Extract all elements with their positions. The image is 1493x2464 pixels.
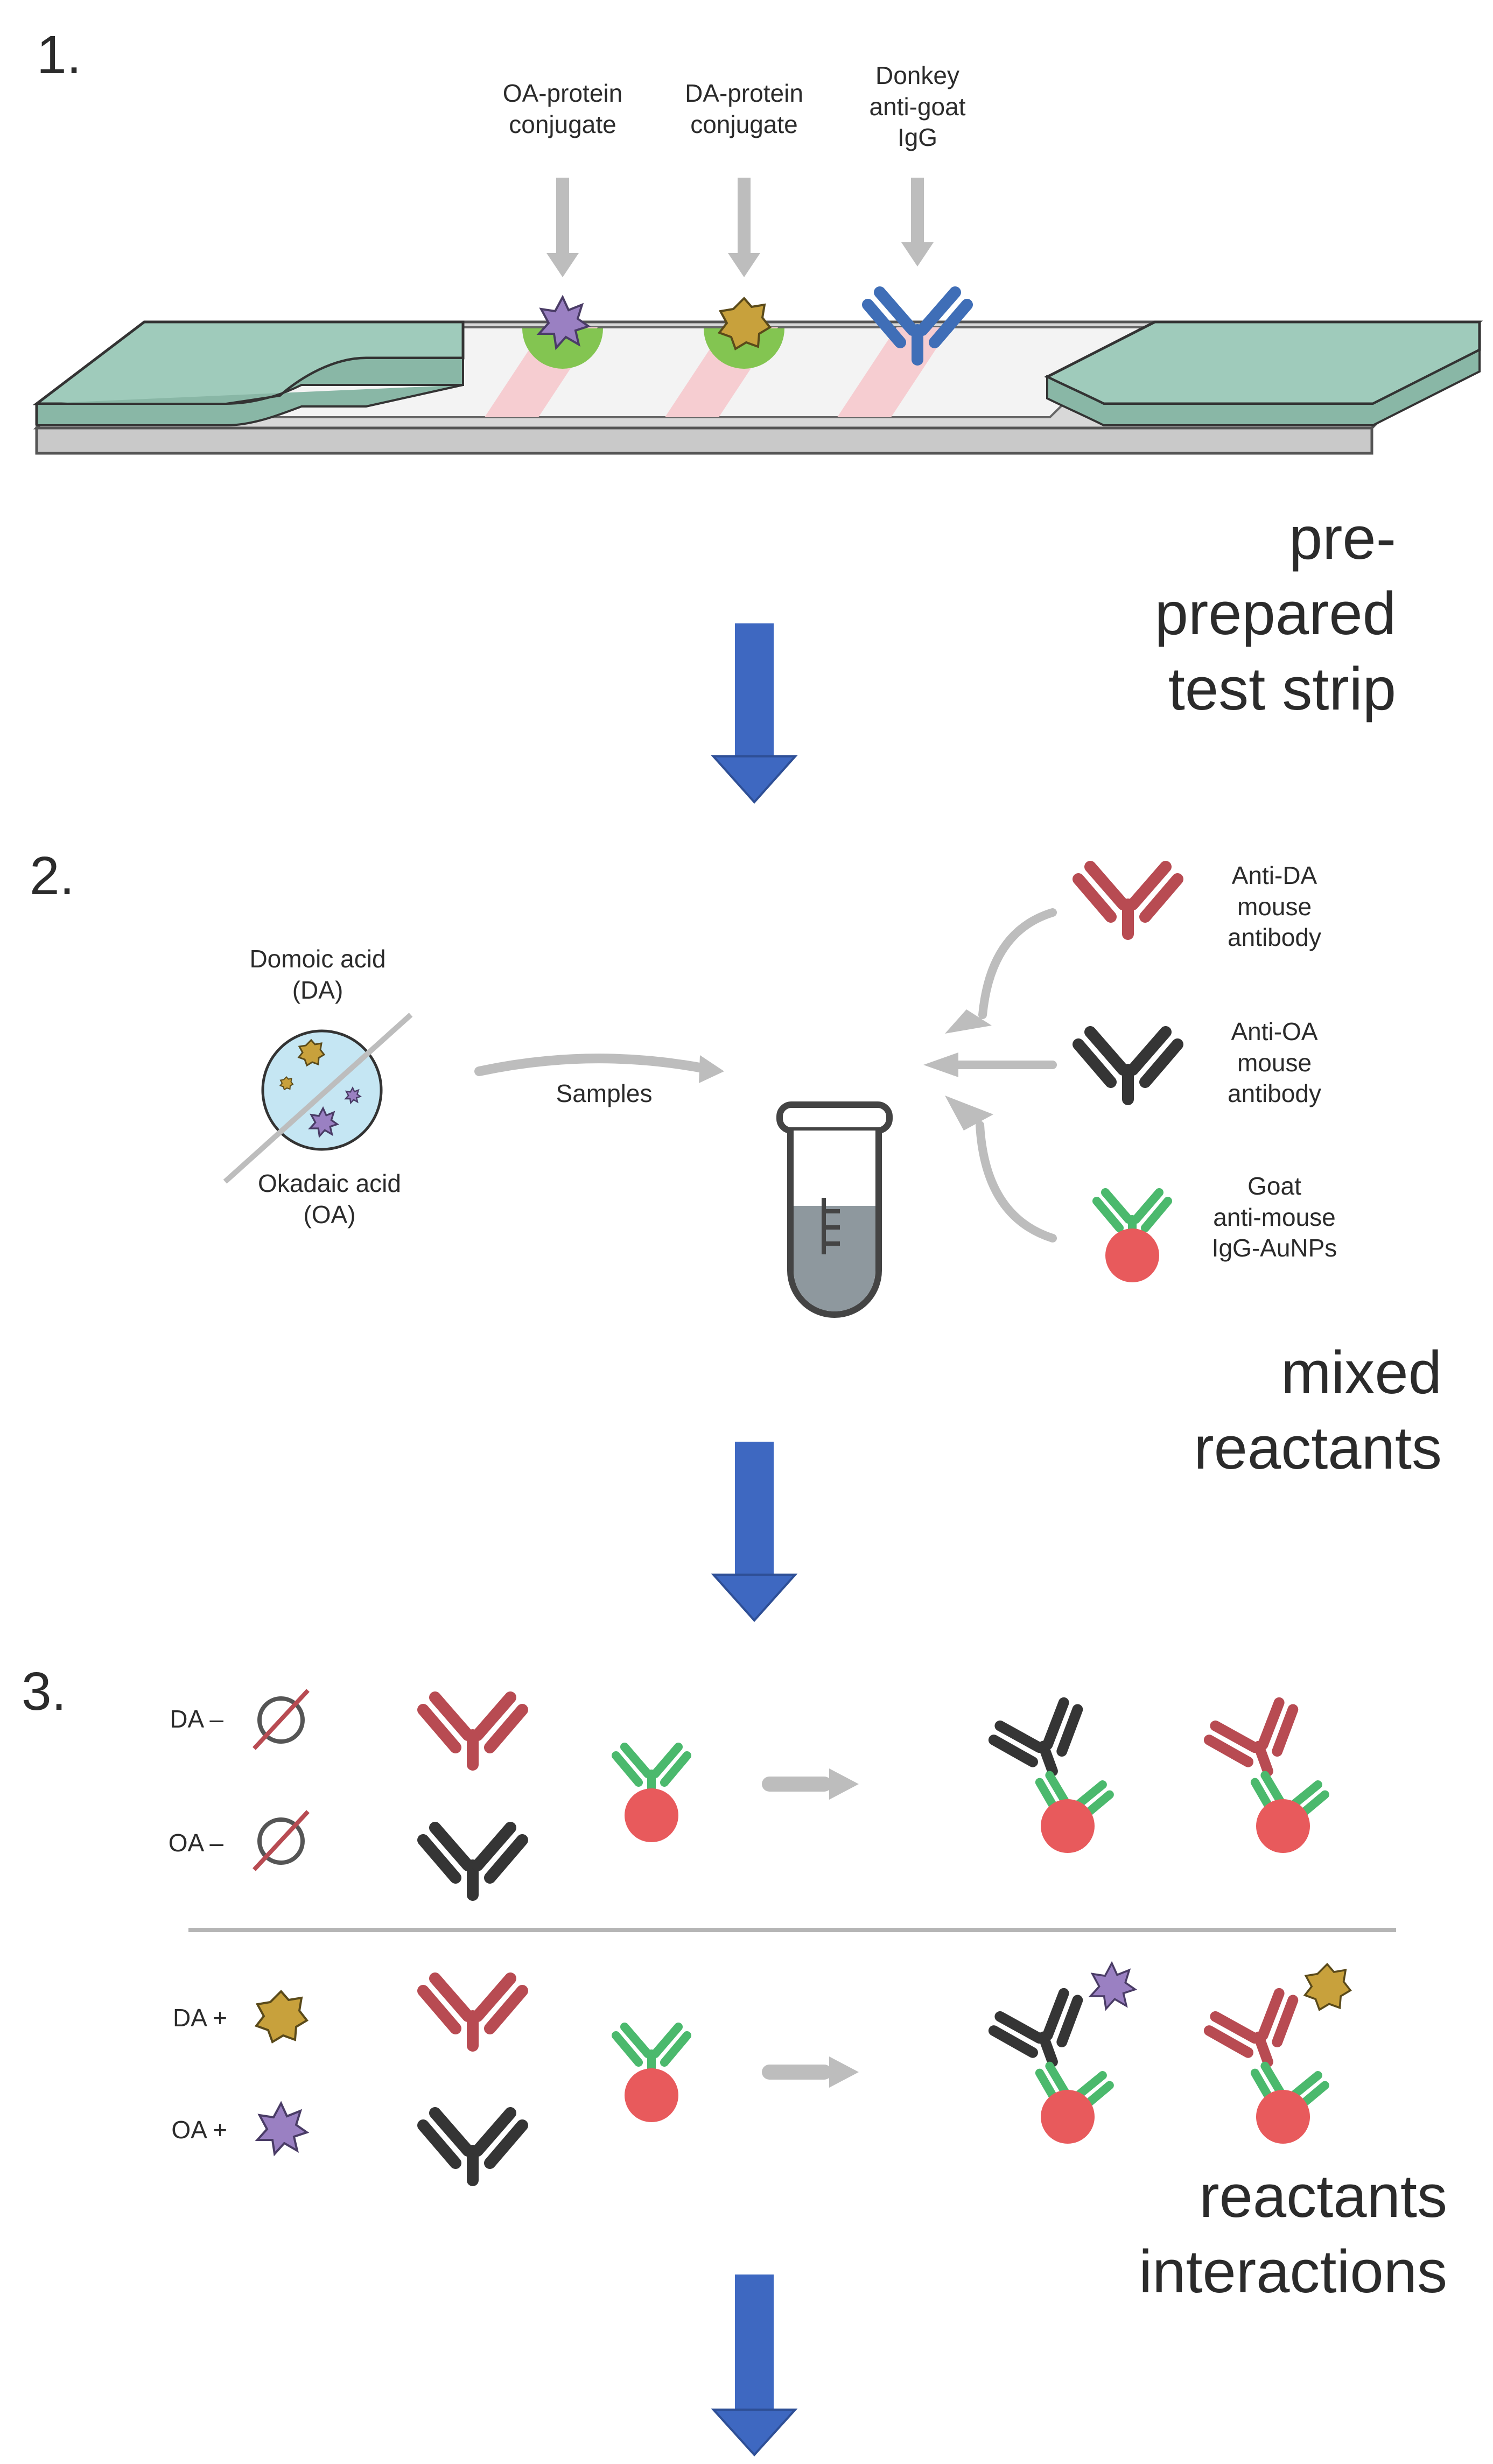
okadaic-acid-label: Okadaic acid (OA)	[258, 1169, 401, 1229]
sample-dish	[223, 1013, 413, 1184]
complex-black-neg	[990, 1699, 1111, 1853]
strip-base-side	[35, 426, 1373, 455]
no-da-symbol	[253, 1689, 310, 1750]
no-oa-symbol	[253, 1810, 310, 1871]
step-1-caption: pre-prepared test strip	[1154, 504, 1396, 722]
oa-conjugate-label: OA-protein conjugate	[502, 79, 623, 138]
oa-conjugate-marker	[522, 178, 603, 369]
absorbent-pad	[1044, 320, 1481, 426]
aunp-neg	[616, 1747, 687, 1842]
red-antibody-neg	[423, 1697, 522, 1765]
down-arrow-1	[711, 623, 798, 804]
down-arrow-2	[711, 1442, 798, 1623]
test-tube	[776, 1101, 893, 1318]
anti-da-label: Anti-DA mouse antibody	[1228, 861, 1321, 951]
complex-black-pos	[990, 1962, 1136, 2144]
da-conjugate-marker	[704, 178, 784, 369]
oa-plus-label: OA +	[171, 2116, 227, 2144]
step-2-caption: mixed reactants	[1194, 1339, 1442, 1482]
step-2-number: 2.	[30, 846, 75, 906]
goat-aunp-label: Goat anti-mouse IgG-AuNPs	[1211, 1172, 1337, 1262]
complex-red-pos	[1205, 1963, 1351, 2144]
step-3-caption: reactants interactions	[1139, 2163, 1448, 2305]
red-antibody-pos	[423, 1978, 522, 2046]
black-antibody-pos	[423, 2113, 522, 2180]
step-1-number: 1.	[37, 25, 82, 85]
anti-da-antibody	[1078, 867, 1177, 934]
step-3-number: 3.	[22, 1661, 67, 1722]
anti-oa-label: Anti-OA mouse antibody	[1228, 1017, 1321, 1107]
samples-label: Samples	[556, 1079, 653, 1107]
complex-red-neg	[1205, 1699, 1327, 1853]
da-conjugate-label: DA-protein conjugate	[685, 79, 803, 138]
aunp-pos	[616, 2027, 687, 2122]
donkey-igg-marker	[868, 178, 967, 360]
oa-molecule-pos	[256, 2102, 308, 2155]
down-arrow-3	[711, 2275, 798, 2456]
domoic-acid-label: Domoic acid (DA)	[249, 945, 386, 1004]
goat-aunp	[1097, 1192, 1168, 1282]
samples-arrow	[474, 1054, 724, 1083]
donkey-igg-label: Donkey anti-goat IgG	[869, 61, 966, 151]
anti-oa-antibody	[1078, 1032, 1177, 1099]
da-minus-label: DA –	[170, 1705, 223, 1733]
black-antibody-neg	[423, 1828, 522, 1895]
da-plus-label: DA +	[172, 2004, 227, 2032]
da-molecule-pos	[255, 1990, 308, 2043]
test-strip	[32, 320, 1483, 455]
reaction-arrow-neg	[762, 1768, 859, 1800]
sample-pad	[32, 320, 465, 426]
reagent-arrows	[923, 908, 1057, 1242]
reaction-arrow-pos	[762, 2056, 859, 2088]
oa-minus-label: OA –	[168, 1829, 223, 1857]
